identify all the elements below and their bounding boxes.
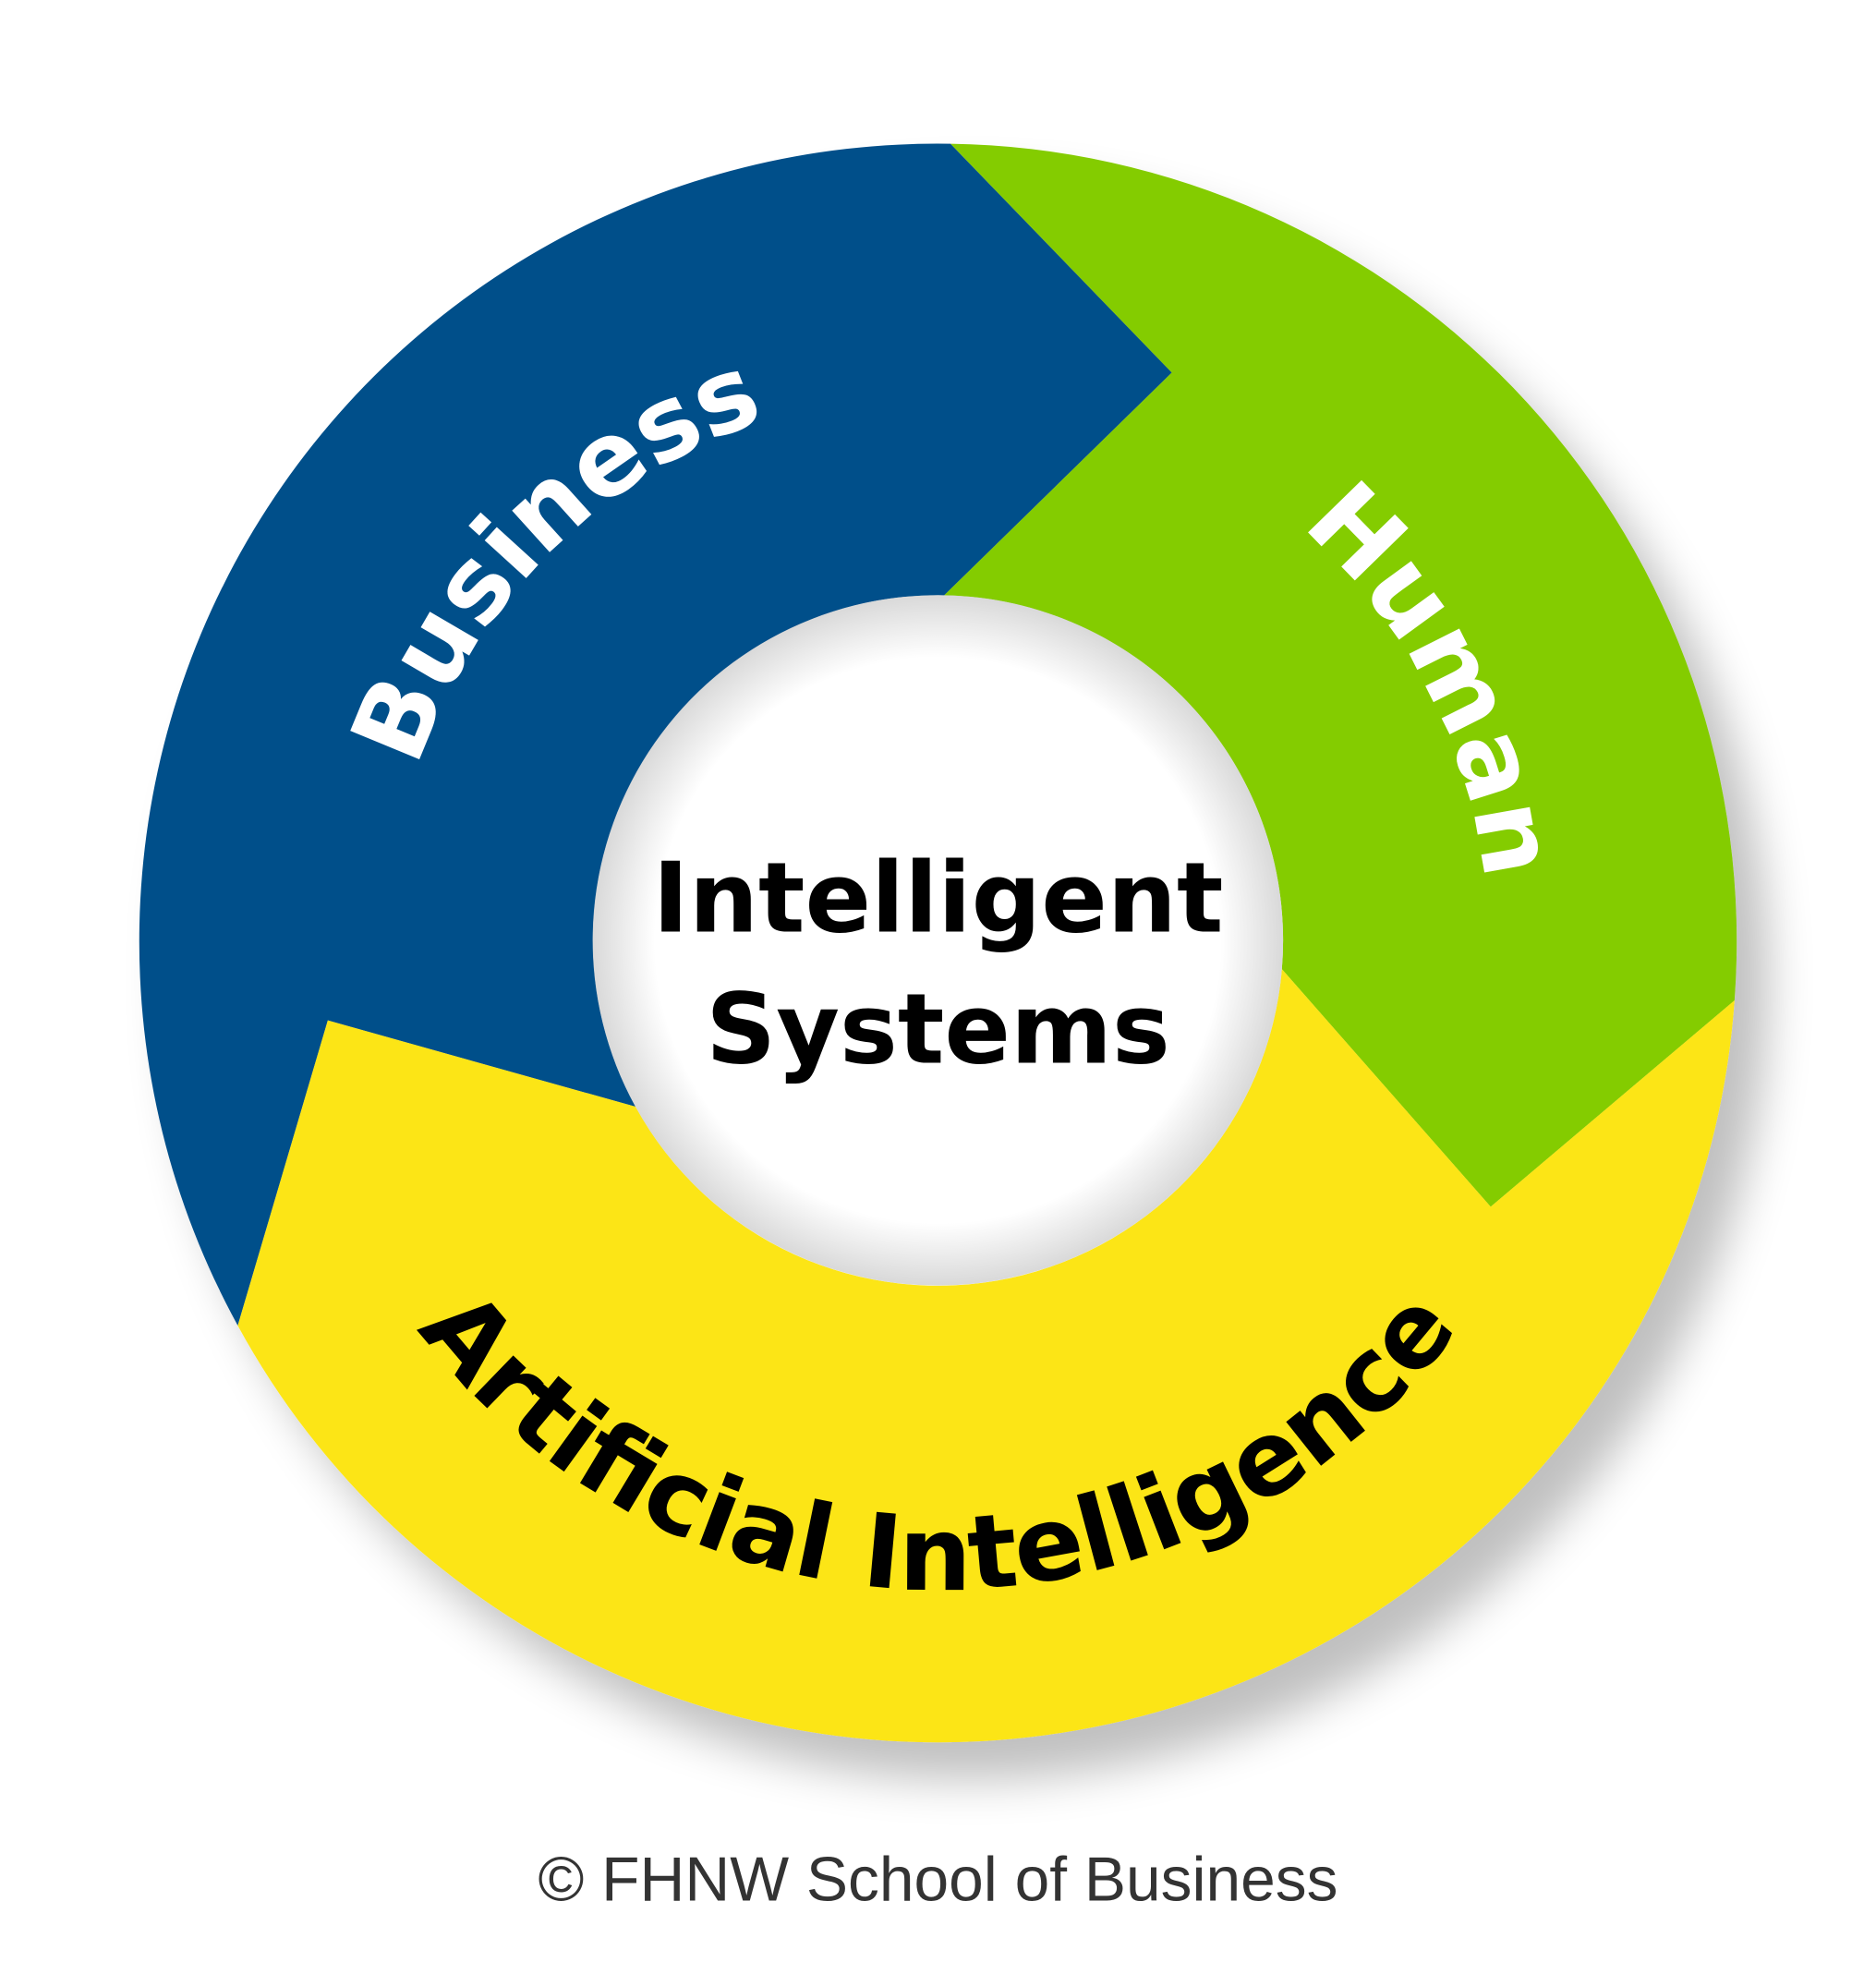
center-title-line2: Systems — [706, 973, 1170, 1086]
copyright-footer: © FHNW School of Business — [539, 1846, 1338, 1915]
segment-human — [944, 143, 1737, 1207]
segment-business — [139, 143, 1172, 1326]
center-title-line1: Intelligent — [653, 842, 1224, 955]
center-circle — [592, 595, 1284, 1286]
segment-artificial-intelligence — [237, 969, 1735, 1743]
